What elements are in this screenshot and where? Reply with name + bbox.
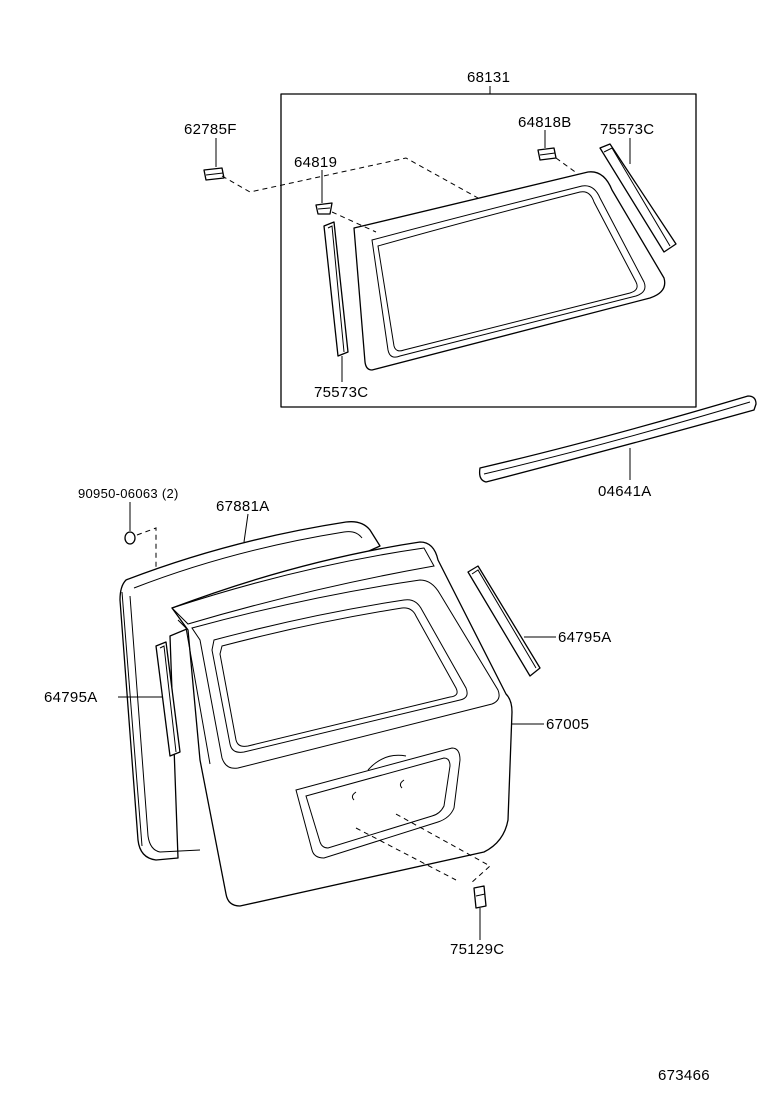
glass-group-box <box>280 93 697 408</box>
label-67005: 67005 <box>546 716 590 733</box>
moulding-75573C-left <box>323 221 349 357</box>
strip-04641A <box>478 395 757 483</box>
leader-67881A <box>243 513 249 543</box>
label-64795A-right: 64795A <box>558 629 612 646</box>
fastener-64818B <box>537 147 557 161</box>
clip-62785F <box>203 167 225 181</box>
label-64818B: 64818B <box>518 114 572 131</box>
label-04641A: 04641A <box>598 483 652 500</box>
grommet-90950 <box>124 531 136 545</box>
strip-64795A-left <box>155 641 181 757</box>
back-glass <box>353 171 666 371</box>
back-door-67005 <box>171 541 513 907</box>
fastener-64819 <box>315 202 333 215</box>
label-68131: 68131 <box>467 69 511 86</box>
dash-62785F <box>221 157 479 199</box>
dash-75129C <box>355 813 491 885</box>
diagram-code: 673466 <box>658 1067 710 1084</box>
label-75129C: 75129C <box>450 941 505 958</box>
label-62785F: 62785F <box>184 121 237 138</box>
label-67881A: 67881A <box>216 498 270 515</box>
label-75573C-bottom: 75573C <box>314 384 369 401</box>
dash-64818B <box>555 157 579 175</box>
dash-64819 <box>331 211 377 233</box>
moulding-75573C-right <box>599 143 677 253</box>
label-90950: 90950-06063 (2) <box>78 486 179 501</box>
cap-75129C <box>473 885 487 909</box>
label-64819: 64819 <box>294 154 338 171</box>
label-75573C-top: 75573C <box>600 121 655 138</box>
strip-64795A-right <box>467 565 541 677</box>
label-64795A-left: 64795A <box>44 689 98 706</box>
